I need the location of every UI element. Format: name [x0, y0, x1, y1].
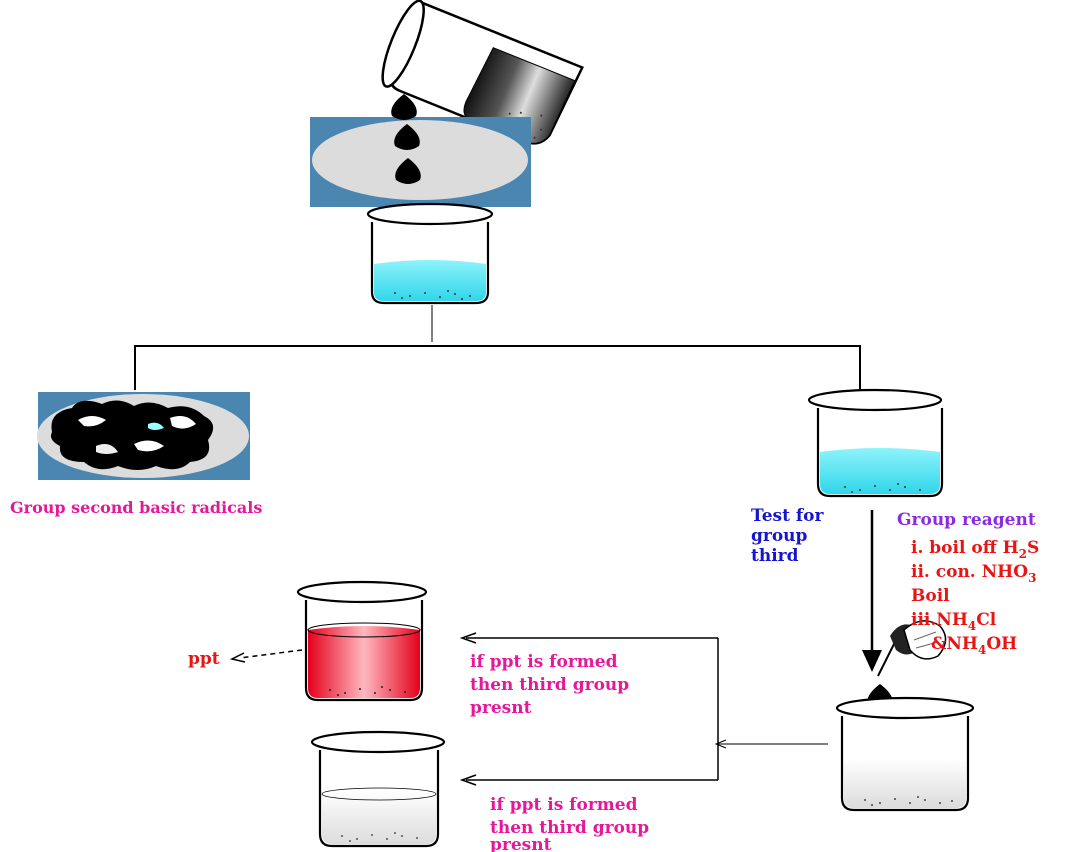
dropper-in-hand-icon: [877, 620, 947, 677]
result-bottom-line: presnt: [490, 835, 552, 852]
red-precipitate-beaker: [296, 580, 428, 702]
result-top-line: if ppt is formed: [470, 652, 618, 672]
reagent-step-4: iii.NH4Cl: [911, 610, 997, 633]
filter-paper-icon: [310, 117, 531, 207]
down-arrow: [862, 510, 882, 672]
result-top-line: presnt: [470, 698, 532, 718]
step1-prefix: i. boil off H: [911, 538, 1019, 558]
result-top-label: if ppt is formed then third group presnt: [470, 652, 635, 718]
test-for-line: Test for: [751, 506, 825, 526]
result-top-line: then third group: [470, 675, 629, 695]
step5-suffix: OH: [986, 634, 1017, 654]
test-for-line: third: [751, 546, 799, 566]
test-beaker: [835, 696, 975, 812]
ppt-label: ppt: [188, 649, 220, 669]
step5-sub: 4: [978, 643, 986, 657]
result-flow: [459, 632, 828, 786]
step2-sub: 3: [1028, 571, 1036, 585]
test-for-line: group: [751, 526, 808, 546]
step4-sub: 4: [968, 619, 976, 633]
reagent-step-2: ii. con. NHO3: [911, 562, 1036, 585]
filtrate-beaker: [807, 388, 944, 498]
precipitate-residue-icon: [37, 392, 250, 480]
ppt-arrow: [229, 649, 303, 663]
step5-prefix: &NH: [931, 634, 978, 654]
step2-prefix: ii. con. NHO: [911, 562, 1028, 582]
group-second-label: Group second basic radicals: [10, 498, 262, 517]
step1-sub: 2: [1019, 547, 1027, 561]
step1-suffix: S: [1027, 538, 1039, 558]
drop-icon: [391, 94, 421, 184]
top-beaker: [366, 202, 494, 305]
reagent-step-1: i. boil off H2S: [911, 538, 1039, 561]
clear-beaker: [310, 730, 446, 848]
reagent-step-3: Boil: [911, 586, 950, 606]
reagent-step-5: &NH4OH: [931, 634, 1017, 657]
result-bottom-line: then third group: [490, 818, 649, 838]
result-bottom-line: if ppt is formed: [490, 795, 638, 815]
step4-suffix: Cl: [976, 610, 997, 630]
result-bottom-label: if ppt is formed then third group presnt: [490, 795, 655, 852]
test-for-group-label: Test for group third: [751, 506, 829, 566]
branch-connector: [134, 305, 861, 393]
step4-prefix: iii.NH: [911, 610, 968, 630]
group-reagent-label: Group reagent: [897, 510, 1036, 530]
